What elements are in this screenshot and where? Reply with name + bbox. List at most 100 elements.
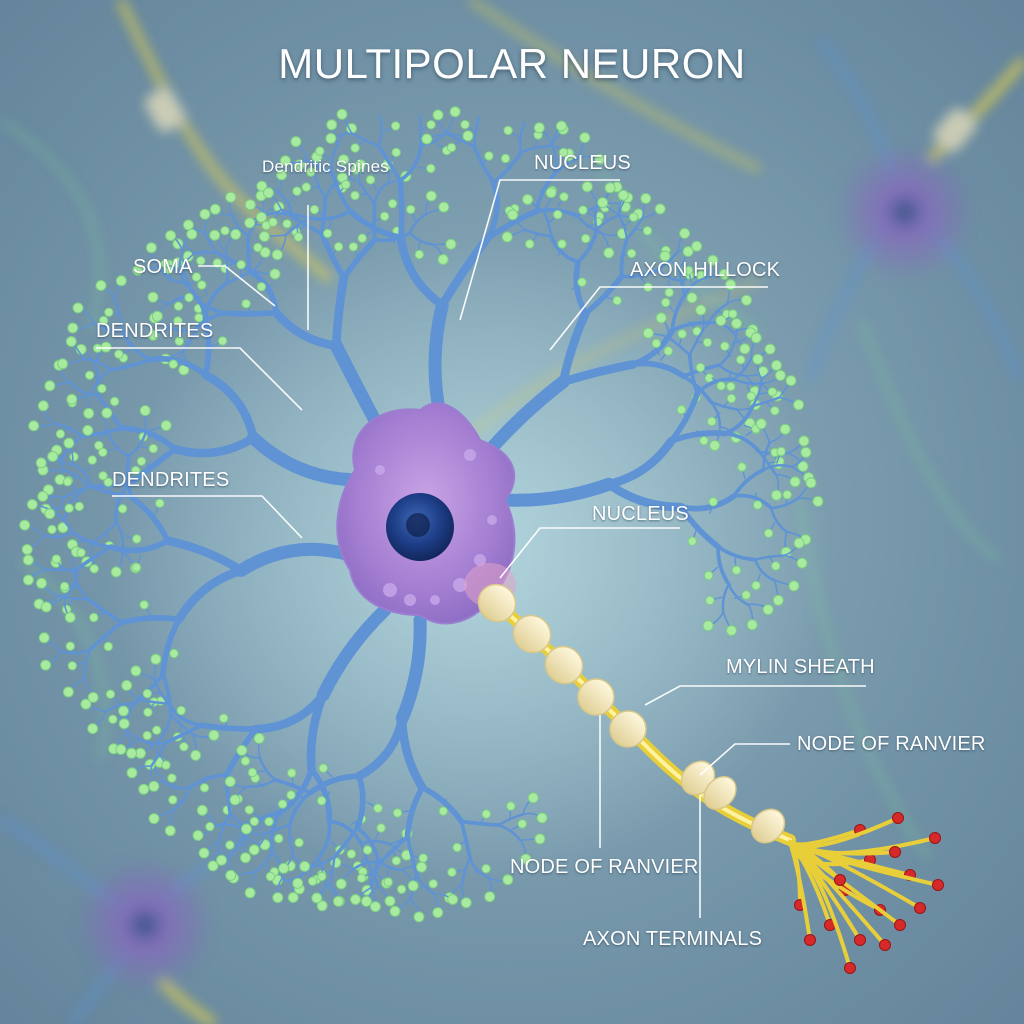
dendritic-spine xyxy=(726,393,737,404)
dendritic-spine xyxy=(74,501,85,512)
dendritic-spine xyxy=(396,884,407,894)
dendritic-spine xyxy=(612,295,622,306)
dendritic-spine xyxy=(306,167,316,177)
dendrite-branch xyxy=(419,784,465,825)
leader-axon-hillock xyxy=(549,286,768,351)
dendrite-branch xyxy=(251,690,328,734)
dendritic-spine xyxy=(247,767,258,778)
dendrite-branch xyxy=(398,143,423,183)
dendritic-spine xyxy=(249,816,260,827)
dendritic-spine xyxy=(132,534,142,544)
dendritic-spine xyxy=(746,619,758,631)
myelin-sheath xyxy=(477,583,786,844)
dendrite-branch xyxy=(192,250,221,256)
dendritic-spine xyxy=(292,877,304,889)
dendrite-branch xyxy=(166,701,204,728)
dendritic-spine xyxy=(196,256,206,266)
dendritic-spine xyxy=(244,199,256,211)
dendritic-spine xyxy=(309,204,320,215)
dendrite-branch xyxy=(288,790,312,827)
dendritic-spine xyxy=(155,498,165,508)
dendrite-branch xyxy=(355,826,380,861)
dendritic-spine xyxy=(224,776,236,788)
dendritic-spine xyxy=(335,878,347,890)
dendrite-branch xyxy=(153,678,170,705)
dendritic-spine xyxy=(676,405,687,415)
dendritic-spine xyxy=(774,369,786,381)
dendrite-branch xyxy=(231,214,250,237)
dendritic-spine xyxy=(307,876,318,886)
dendritic-spine xyxy=(654,203,666,215)
dendritic-spine xyxy=(426,163,436,174)
dendrite-branch xyxy=(550,143,558,176)
dendritic-spine xyxy=(346,849,357,859)
dendrite-branch xyxy=(203,231,221,256)
dendritic-spine xyxy=(98,447,108,457)
dendritic-spine xyxy=(182,250,194,262)
dendrite-branch xyxy=(125,454,134,499)
dendritic-spine xyxy=(241,299,251,309)
dendritic-spine xyxy=(57,522,69,534)
dendritic-spine xyxy=(503,125,513,136)
dendrite-branch xyxy=(558,309,590,387)
dendritic-spine xyxy=(87,723,99,735)
dendritic-spine xyxy=(148,780,160,792)
dendritic-spine xyxy=(407,880,419,892)
dendritic-spine xyxy=(287,768,297,778)
dendritic-spine xyxy=(406,204,416,215)
dendrite-branch xyxy=(331,273,349,350)
dendritic-spine xyxy=(315,146,325,156)
dendrite-branch xyxy=(178,252,186,285)
dendritic-spine xyxy=(316,900,328,912)
dendrite-branch xyxy=(491,150,524,185)
dendritic-spine xyxy=(726,381,736,392)
dendrite-branch xyxy=(428,298,449,422)
dendrite-branch xyxy=(549,234,580,264)
dendritic-spine xyxy=(264,816,274,827)
dendrite-branch xyxy=(360,840,391,846)
dendritic-spine xyxy=(160,259,170,269)
dendritic-spine xyxy=(219,713,229,723)
dendrite-branch xyxy=(717,341,736,367)
dendritic-spine xyxy=(707,254,719,266)
dendrite-branch xyxy=(79,426,124,439)
dendritic-spine xyxy=(240,852,251,864)
dendritic-spine xyxy=(389,905,401,917)
dendrite-branch xyxy=(542,209,553,238)
dendritic-spine xyxy=(452,842,462,853)
dendritic-spine xyxy=(26,499,38,510)
dendritic-spine xyxy=(95,280,107,291)
dendrite-branch xyxy=(118,425,178,452)
dendritic-spine xyxy=(522,194,534,205)
nucleolus xyxy=(406,513,430,537)
dendritic-spine xyxy=(212,258,223,268)
dendritic-spine xyxy=(63,437,75,449)
dendritic-spine xyxy=(628,212,639,222)
dendrite-branch xyxy=(695,377,736,396)
dendritic-spine xyxy=(384,895,396,907)
dendritic-spine xyxy=(191,272,202,282)
dendritic-spine xyxy=(69,452,79,462)
leader-dendrites-upper xyxy=(96,347,303,411)
dendrite-branch xyxy=(404,784,426,841)
dendritic-spine xyxy=(793,537,805,549)
dendrite-branch xyxy=(594,201,600,231)
dendritic-spine xyxy=(244,217,256,229)
dendritic-spine xyxy=(617,189,629,201)
dendritic-spine xyxy=(117,504,128,514)
dendritic-spine xyxy=(196,804,208,816)
dendritic-spine xyxy=(168,795,178,805)
dendritic-spine xyxy=(87,455,98,465)
dendritic-spine xyxy=(360,895,372,907)
label-axon-terminals: AXON TERMINALS xyxy=(583,928,763,950)
dendrite-branch xyxy=(147,355,209,378)
dendritic-spine xyxy=(138,783,150,795)
dendritic-spine xyxy=(190,749,202,761)
dendrite-branch xyxy=(717,363,746,377)
dendritic-spine xyxy=(256,180,268,192)
dendrite-branch xyxy=(558,360,638,387)
dendritic-spine xyxy=(114,349,124,359)
dendritic-spine xyxy=(659,250,671,262)
label-dendrites-upper: DENDRITES xyxy=(96,320,214,342)
